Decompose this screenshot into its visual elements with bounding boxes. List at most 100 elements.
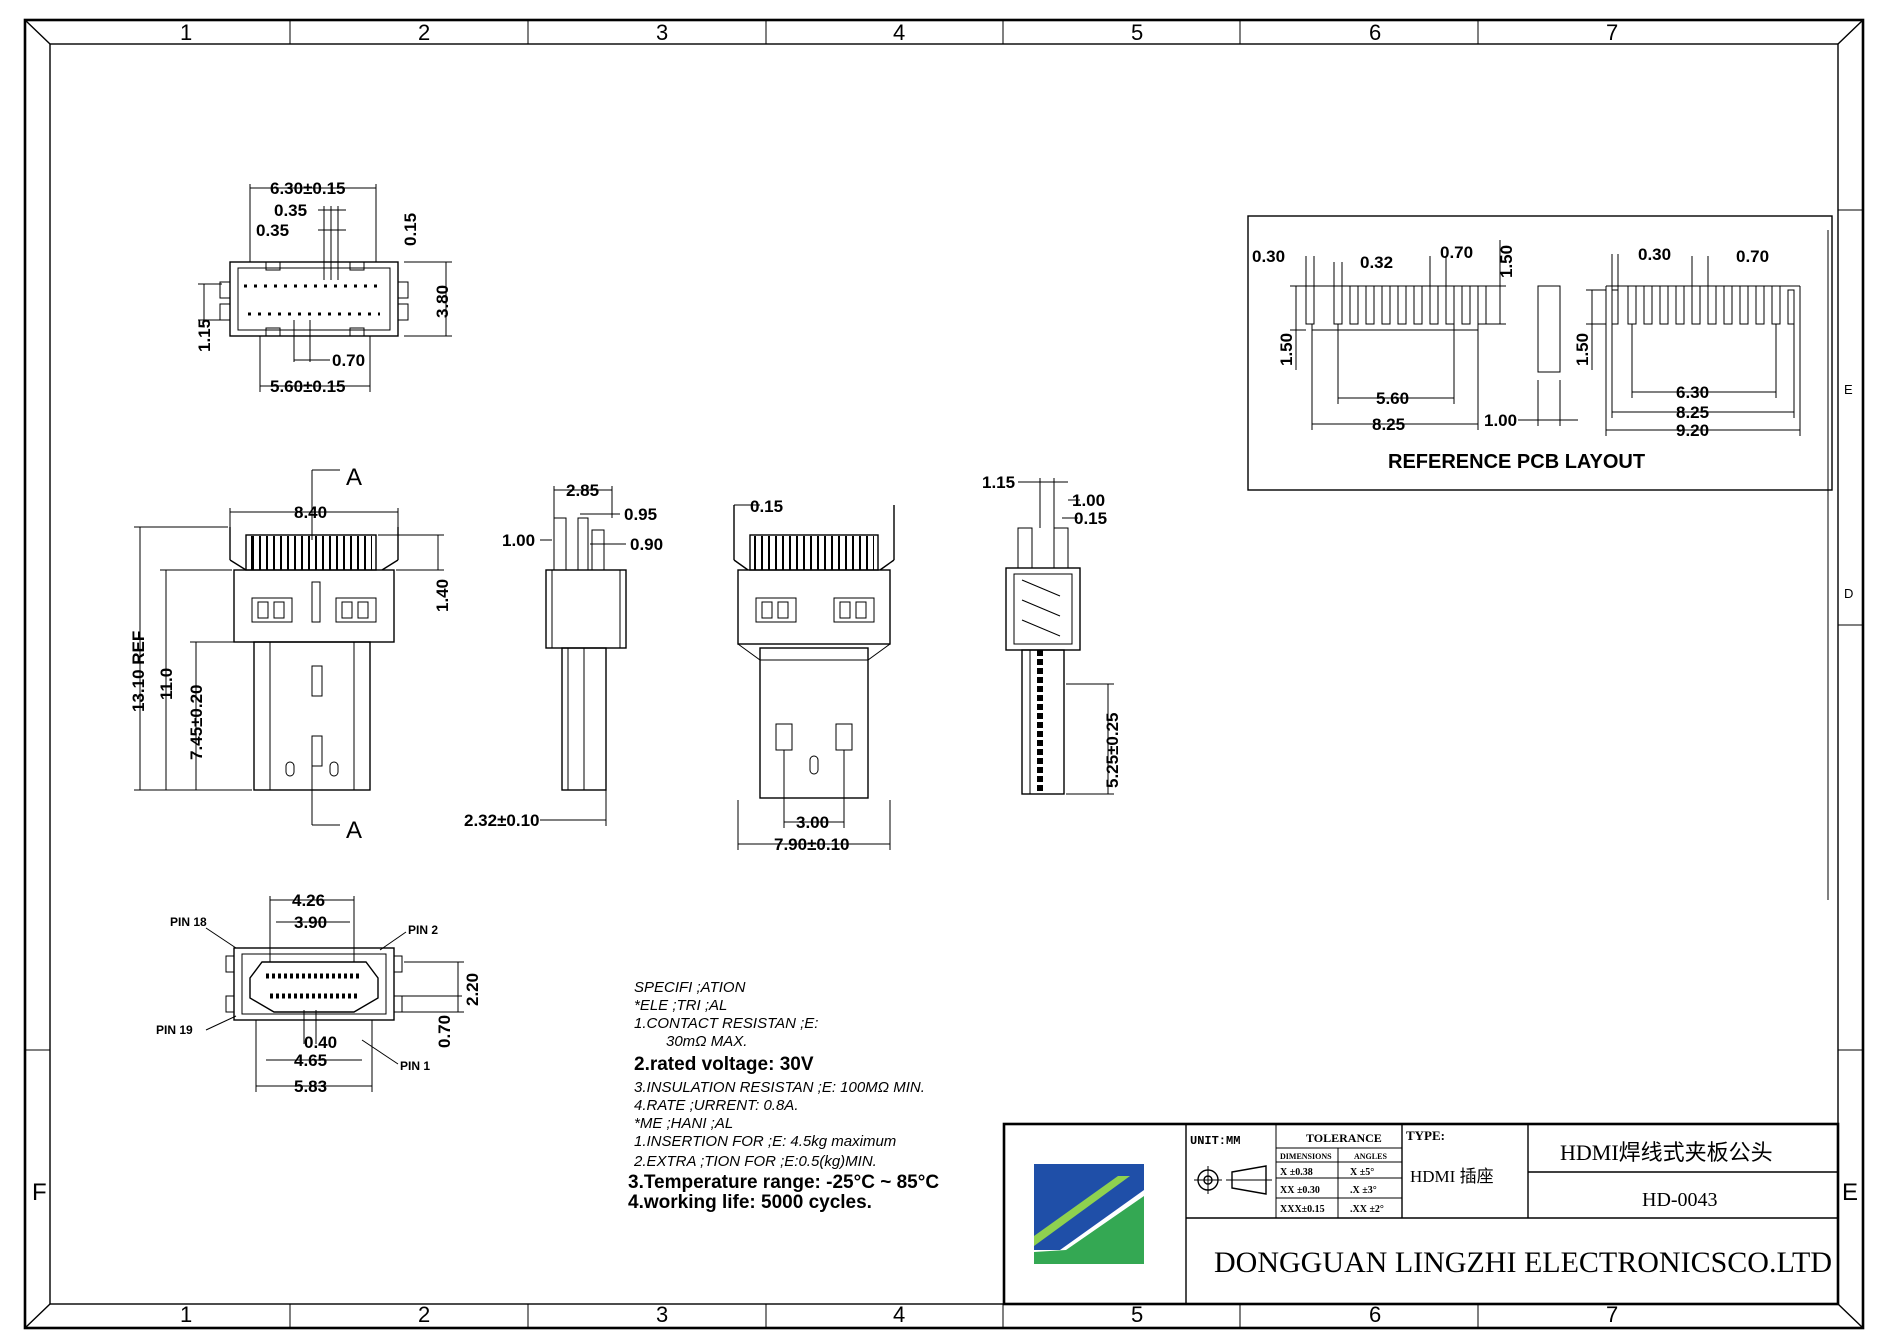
dim-pin-5-83: 5.83 [294,1077,327,1096]
dim-pin-0-70: 0.70 [435,1015,454,1048]
dim-rear-0-15: 0.15 [750,497,783,516]
pcb-dim-right-8-25: 8.25 [1676,403,1709,422]
col-number-7-bottom: 7 [1606,1302,1618,1327]
col-number-5-bottom: 5 [1131,1302,1143,1327]
spec-line-6: 3.INSULATION RESISTAN ;E: 100MΩ MIN. [634,1079,925,1096]
dim-front-11-0: 11.0 [157,668,176,700]
dim-side-0-90: 0.90 [630,535,663,554]
spec-line-2: *ELE ;TRI ;AL [634,997,727,1014]
dim-top-0-70: 0.70 [332,351,365,370]
pcb-dim-right-1-50: 1.50 [1573,333,1592,366]
section-label-bottom: A [346,817,362,844]
pcb-dim-left-0-32: 0.32 [1360,253,1393,272]
pin-view: 4.26 3.90 2.20 0.70 0.40 4.65 5.83 PIN 1… [156,891,482,1096]
dimensions-header: DIMENSIONS [1280,1152,1332,1161]
dim-side-1-00: 1.00 [502,531,535,550]
tol-row-2-ang: .X ±3° [1350,1185,1377,1196]
spec-line-11: 3.Temperature range: -25°C ~ 85°C [628,1172,939,1193]
section-view: 1.15 1.00 0.15 5.25±0.25 [982,473,1122,795]
row-letter-left: F [32,1179,47,1206]
dim-side-2-32: 2.32±0.10 [464,811,540,830]
pcb-dim-right-6-30: 6.30 [1676,383,1709,402]
pcb-dim-right-0-70: 0.70 [1736,247,1769,266]
dim-front-1-40: 1.40 [433,579,452,612]
dim-section-0-15: 0.15 [1074,509,1107,528]
spec-line-7: 4.RATE ;URRENT: 0.8A. [634,1097,798,1114]
dim-side-0-95: 0.95 [624,505,657,524]
spec-line-5: 2.rated voltage: 30V [634,1054,814,1075]
dim-front-7-45: 7.45±0.20 [187,684,206,760]
col-number-1: 1 [180,20,192,45]
col-number-3-bottom: 3 [656,1302,668,1327]
dim-front-8-40: 8.40 [294,503,327,522]
spec-line-9: 1.INSERTION FOR ;E: 4.5kg maximum [634,1133,896,1150]
product-name: HDMI焊线式夹板公头 [1560,1140,1773,1165]
pin-label-1: PIN 1 [400,1059,430,1073]
dim-top-0-35a: 0.35 [274,201,307,220]
pcb-dim-left-0-70: 0.70 [1440,243,1473,262]
row-letter-right-top: E [1844,382,1853,397]
dim-rear-3-00: 3.00 [796,813,829,832]
pin-label-2: PIN 2 [408,923,438,937]
dim-front-13-10: 13.10 REF [129,631,148,712]
spec-line-1: SPECIFI ;ATION [634,979,746,996]
pcb-dim-left-8-25: 8.25 [1372,415,1405,434]
company-name: DONGGUAN LINGZHI ELECTRONICSCO.LTD [1214,1246,1832,1279]
tol-row-2-dim: XX ±0.30 [1280,1185,1320,1196]
dim-top-6-30: 6.30±0.15 [270,179,346,198]
dim-top-3-80: 3.80 [433,285,452,318]
pcb-dim-left-1-50b: 1.50 [1277,333,1296,366]
pcb-dim-right-0-30: 0.30 [1638,245,1671,264]
side-view: 2.85 0.95 1.00 0.90 2.32±0.10 [464,481,663,830]
spec-line-4: 30mΩ MAX. [666,1033,747,1050]
section-label-top: A [346,464,362,491]
rear-view: 0.15 3.00 7.90±0.10 [733,497,895,854]
dim-pin-0-40: 0.40 [304,1033,337,1052]
spec-line-12: 4.working life: 5000 cycles. [628,1192,872,1213]
col-number-4-bottom: 4 [893,1302,905,1327]
row-letter-right-low: E [1842,1179,1858,1206]
dim-pin-4-65: 4.65 [294,1051,327,1070]
dim-top-1-15: 1.15 [195,319,214,352]
col-number-6-bottom: 6 [1369,1302,1381,1327]
dim-top-0-15: 0.15 [401,213,420,246]
pin-label-19: PIN 19 [156,1023,193,1037]
dim-pin-2-20: 2.20 [463,973,482,1006]
pcb-dim-mid-1-00: 1.00 [1484,411,1517,430]
pin-label-18: PIN 18 [170,915,207,929]
specification-block: SPECIFI ;ATION *ELE ;TRI ;AL 1.CONTACT R… [628,979,939,1213]
pcb-layout: 0.30 0.32 0.70 1.50 1.50 5.60 8.25 1.00 … [1247,215,1833,491]
dim-top-0-35b: 0.35 [256,221,289,240]
col-number-1-bottom: 1 [180,1302,192,1327]
col-number-4: 4 [893,20,905,45]
dim-pin-3-90: 3.90 [294,913,327,932]
dim-pin-4-26: 4.26 [292,891,325,910]
tol-row-1-dim: X ±0.38 [1280,1167,1313,1178]
tol-row-3-dim: XXX±0.15 [1280,1204,1325,1215]
tol-row-1-ang: X ±5° [1350,1167,1374,1178]
top-view: 6.30±0.15 0.35 0.35 0.15 3.80 1.15 0.70 … [195,179,452,396]
dim-section-5-25: 5.25±0.25 [1103,712,1122,788]
angles-header: ANGLES [1354,1152,1387,1161]
col-number-2-bottom: 2 [418,1302,430,1327]
dim-section-1-15: 1.15 [982,473,1015,492]
dim-rear-7-90: 7.90±0.10 [774,835,850,854]
pcb-dim-right-9-20: 9.20 [1676,421,1709,440]
dim-section-1-00: 1.00 [1072,491,1105,510]
spec-line-10: 2.EXTRA ;TION FOR ;E:0.5(kg)MIN. [633,1153,877,1170]
spec-line-8: *ME ;HANI ;AL [634,1115,733,1132]
tol-row-3-ang: .XX ±2° [1350,1204,1384,1215]
pcb-dim-left-5-60: 5.60 [1376,389,1409,408]
front-view: A A [129,464,452,844]
pcb-dim-left-1-50a: 1.50 [1497,245,1516,278]
drawing-frame: 1 2 3 4 5 6 7 1 2 3 4 5 6 7 E D E F [23,18,1865,1330]
spec-line-3: 1.CONTACT RESISTAN ;E: [634,1015,818,1032]
title-block: UNIT:MM TOLERANCE DIMENSIONS ANGLES X ±0… [1002,1122,1840,1306]
dim-top-5-60: 5.60±0.15 [270,377,346,396]
pcb-right-pads [1586,254,1801,436]
tolerance-header: TOLERANCE [1306,1131,1382,1145]
type-value: HDMI 插座 [1410,1167,1494,1186]
col-number-7: 7 [1606,20,1618,45]
row-letter-right-mid: D [1844,586,1853,601]
dim-side-2-85: 2.85 [566,481,599,500]
